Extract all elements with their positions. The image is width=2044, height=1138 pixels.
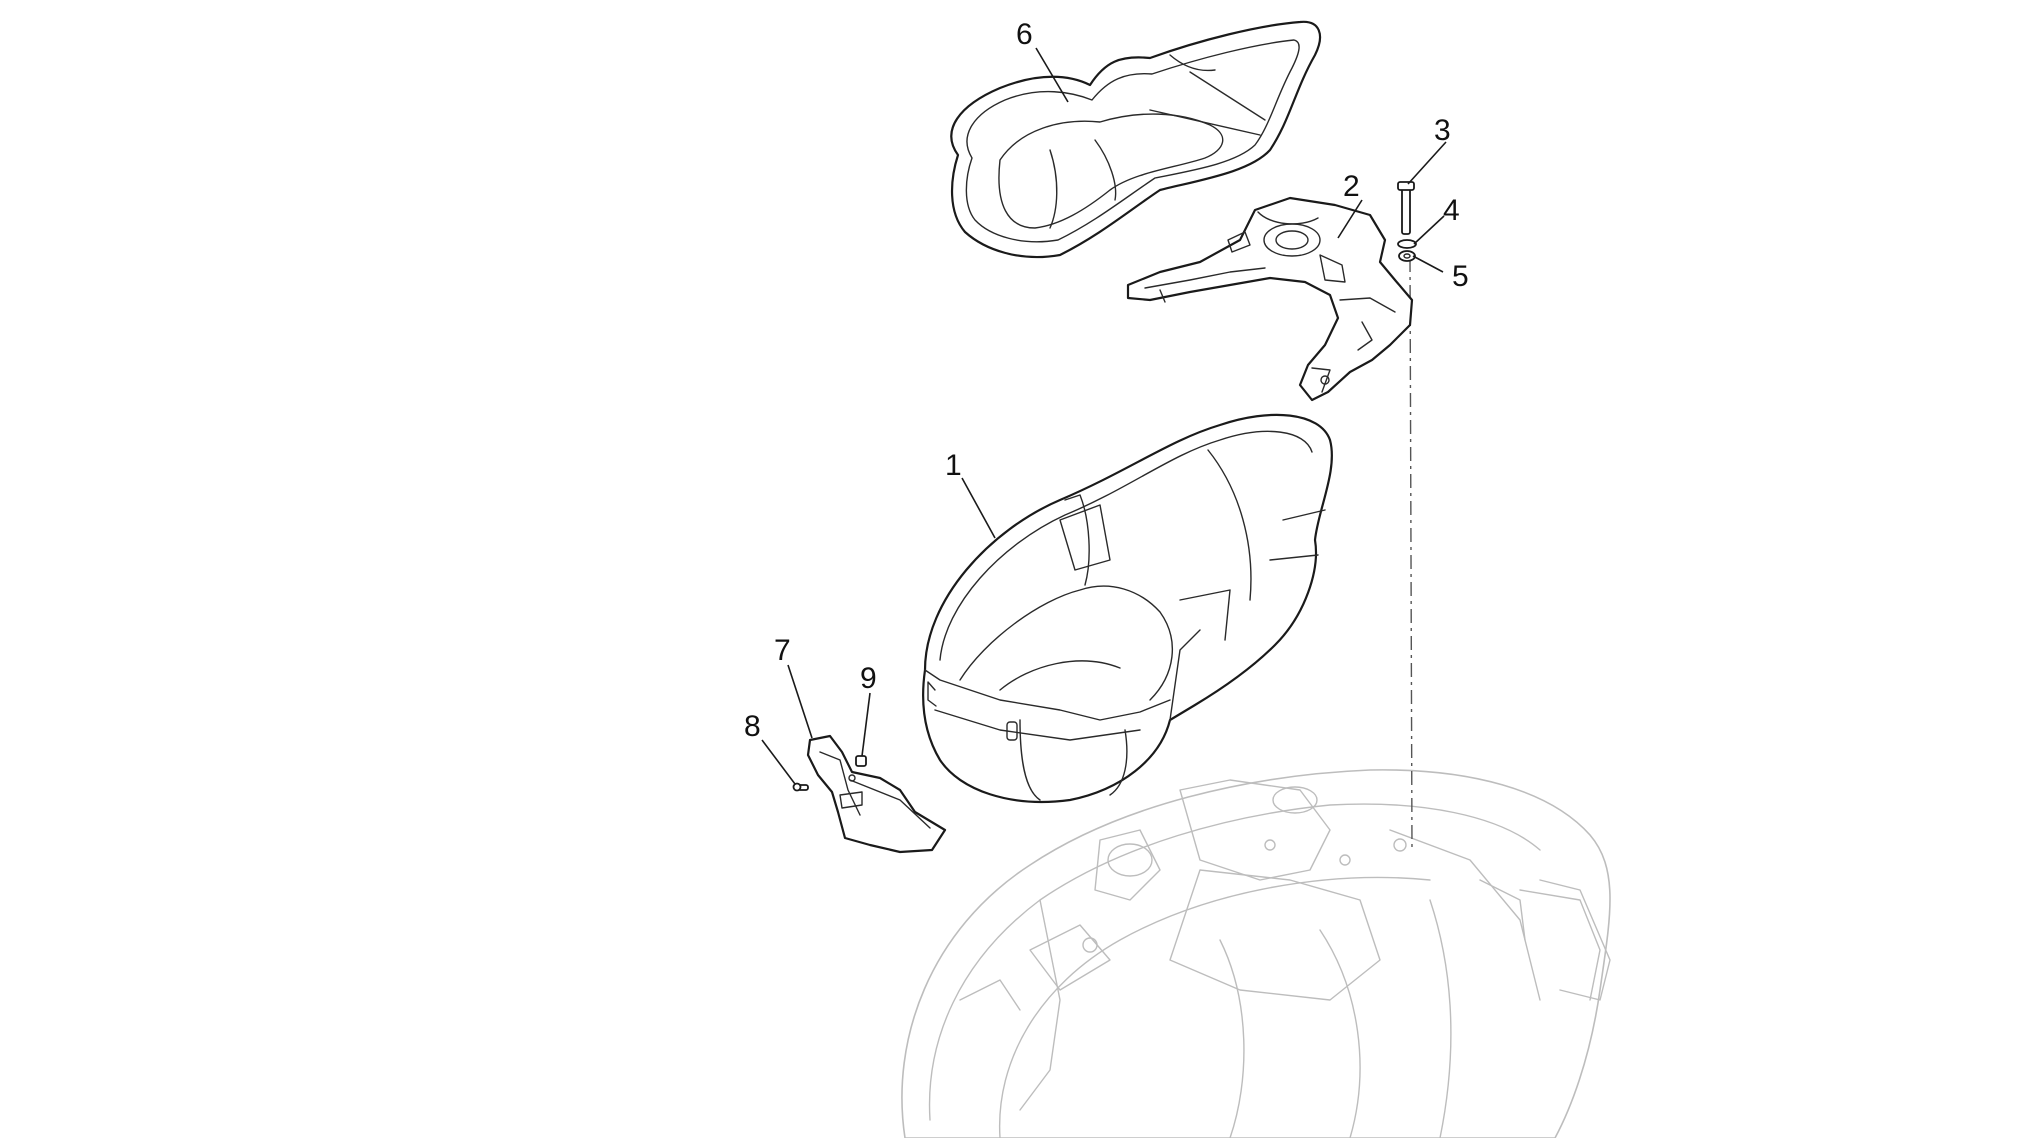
leader-lines bbox=[761, 47, 1447, 785]
saddle-liner bbox=[950, 20, 1322, 259]
cover-plate bbox=[806, 734, 947, 854]
callout-5: 5 bbox=[1452, 260, 1469, 293]
callout-6: 6 bbox=[1016, 18, 1033, 51]
washer bbox=[1397, 239, 1417, 249]
spacer bbox=[1398, 250, 1416, 262]
screw bbox=[1397, 181, 1415, 235]
callout-3: 3 bbox=[1434, 114, 1451, 147]
callout-8: 8 bbox=[744, 710, 761, 743]
callout-2: 2 bbox=[1343, 170, 1360, 203]
callouts: 6 2 3 4 5 1 7 9 8 bbox=[744, 18, 1469, 743]
helmet-compartment bbox=[922, 413, 1333, 803]
small-screw bbox=[792, 782, 809, 792]
callout-4: 4 bbox=[1443, 194, 1460, 227]
callout-9: 9 bbox=[860, 662, 877, 695]
callout-7: 7 bbox=[774, 634, 791, 667]
callout-1: 1 bbox=[945, 449, 962, 482]
alignment-line bbox=[1409, 257, 1413, 853]
scooter-frame-ghost bbox=[901, 769, 1611, 1138]
clip-nut bbox=[855, 755, 867, 767]
rear-bracket bbox=[1126, 196, 1414, 402]
